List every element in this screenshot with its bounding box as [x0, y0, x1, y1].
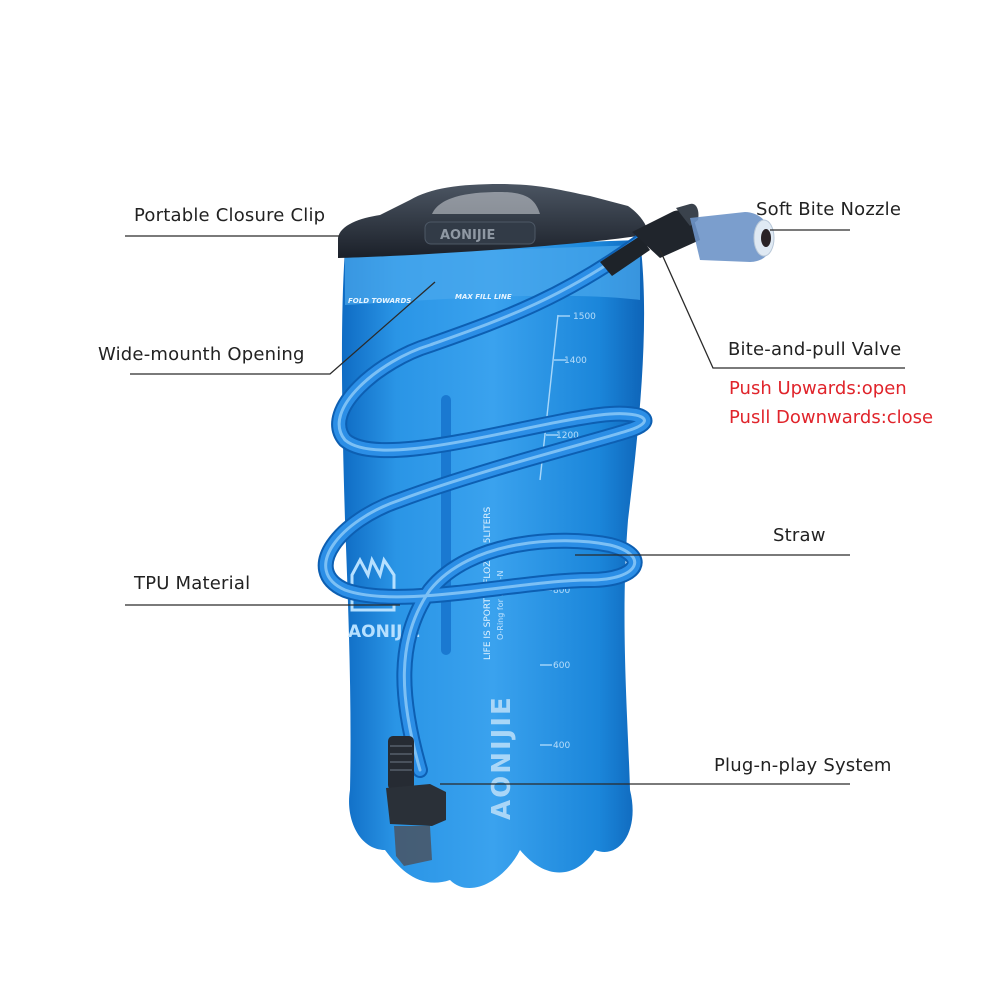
callout-bite-and-pull-valve: Bite-and-pull Valve: [728, 339, 902, 360]
o-ring-text: O-Ring for Plug-N: [496, 570, 505, 640]
callout-plug-n-play-system: Plug-n-play System: [714, 755, 892, 776]
valve-open-instruction: Push Upwards:open: [729, 378, 907, 399]
closure-clip: AONIJIE: [338, 184, 648, 258]
max-fill-line-text: MAX FILL LINE: [455, 293, 512, 301]
callout-straw: Straw: [773, 525, 826, 546]
plug-n-play-connector: [386, 736, 446, 866]
scale-1200: 1200: [556, 431, 579, 441]
scale-1500: 1500: [573, 312, 596, 322]
clip-brand-text: AONIJIE: [440, 228, 495, 243]
scale-600: 600: [553, 661, 570, 671]
bite-valve: [600, 203, 700, 276]
scale-1400: 1400: [564, 356, 587, 366]
callout-tpu-material: TPU Material: [134, 573, 251, 594]
vertical-brand-text: AONIJIE: [487, 695, 517, 820]
valve-close-instruction: Pusll Downwards:close: [729, 407, 934, 428]
soft-bite-nozzle: [690, 212, 775, 262]
leader-lines: [125, 229, 905, 785]
callout-soft-bite-nozzle: Soft Bite Nozzle: [756, 199, 902, 220]
straw-tube: [317, 234, 653, 778]
callout-wide-mouth-opening: Wide-mounth Opening: [98, 344, 305, 365]
fold-text: FOLD TOWARDS: [348, 297, 411, 305]
callout-portable-closure-clip: Portable Closure Clip: [134, 205, 326, 226]
scale-400: 400: [553, 741, 570, 751]
scale-800: 800: [553, 586, 570, 596]
